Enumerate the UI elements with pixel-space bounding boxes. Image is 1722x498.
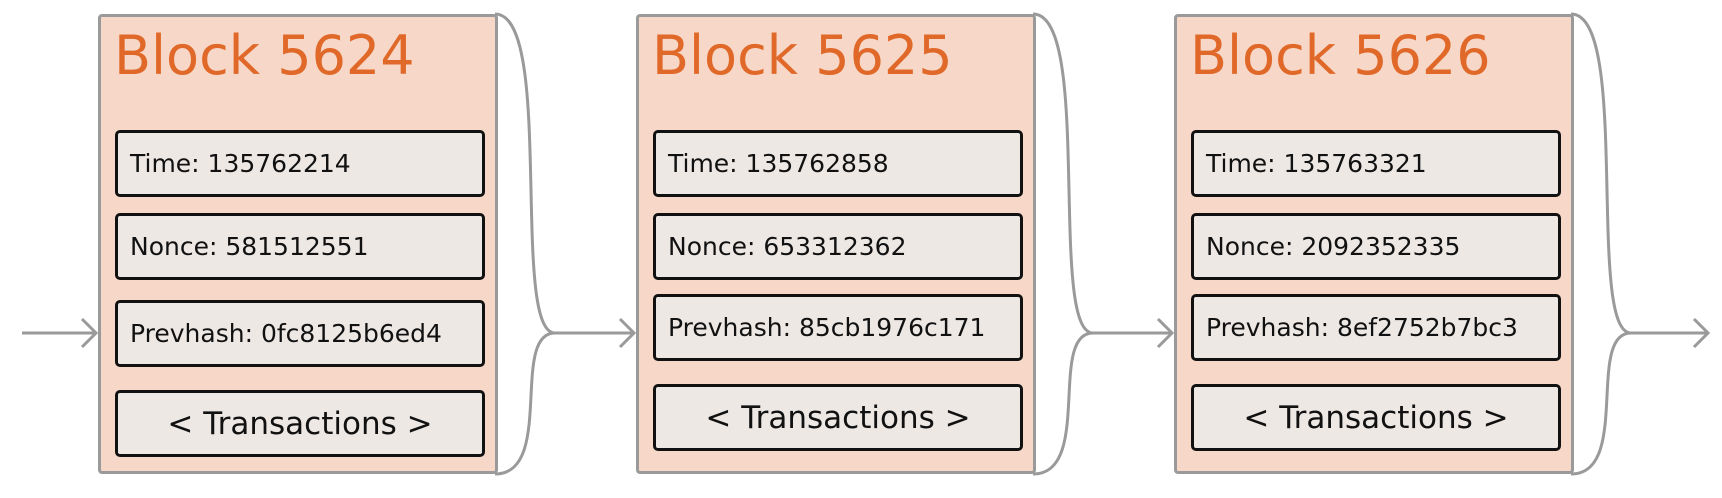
nonce-field: Nonce: 653312362 [653, 213, 1023, 280]
nonce-field: Nonce: 581512551 [115, 213, 485, 280]
transactions-box: < Transactions > [653, 384, 1023, 451]
brace-connector-1 [494, 12, 637, 476]
prevhash-field: Prevhash: 8ef2752b7bc3 [1191, 294, 1561, 361]
block-card-3: Block 5626 Time: 135763321 Nonce: 209235… [1174, 14, 1574, 474]
block-card-1: Block 5624 Time: 135762214 Nonce: 581512… [98, 14, 498, 474]
time-field: Time: 135763321 [1191, 130, 1561, 197]
block-title: Block 5624 [114, 24, 415, 87]
prevhash-field: Prevhash: 85cb1976c171 [653, 294, 1023, 361]
brace-connector-2 [1032, 12, 1175, 476]
block-card-2: Block 5625 Time: 135762858 Nonce: 653312… [636, 14, 1036, 474]
brace-connector-3 [1570, 12, 1711, 476]
time-field: Time: 135762214 [115, 130, 485, 197]
transactions-box: < Transactions > [1191, 384, 1561, 451]
incoming-arrow [22, 317, 99, 349]
time-field: Time: 135762858 [653, 130, 1023, 197]
prevhash-field: Prevhash: 0fc8125b6ed4 [115, 300, 485, 367]
nonce-field: Nonce: 2092352335 [1191, 213, 1561, 280]
block-title: Block 5625 [652, 24, 953, 87]
block-title: Block 5626 [1190, 24, 1491, 87]
transactions-box: < Transactions > [115, 390, 485, 457]
